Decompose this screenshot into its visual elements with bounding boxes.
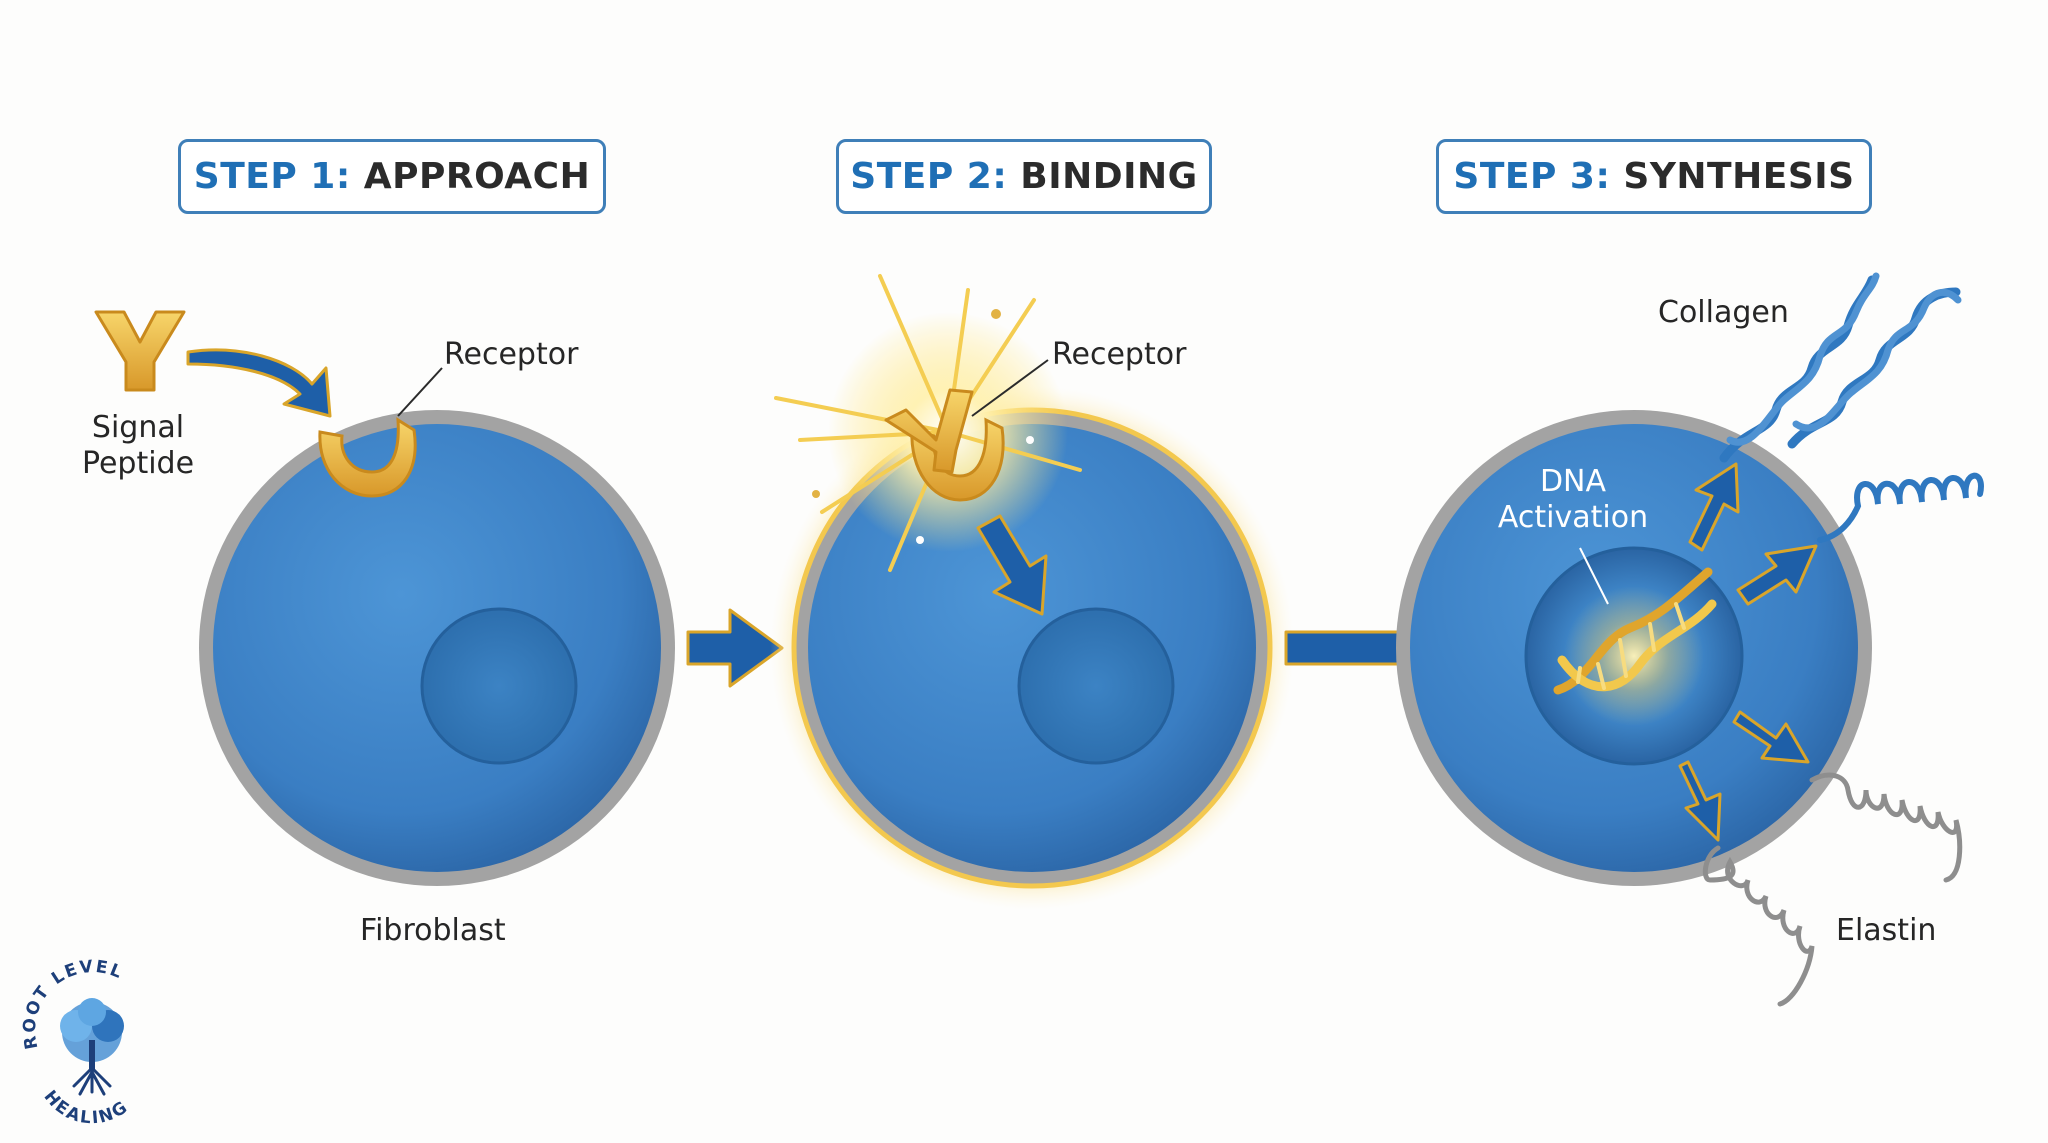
- receptor-1-icon: [318, 417, 417, 498]
- protein-coil-icon: [1817, 472, 1984, 543]
- approach-arrow: [186, 348, 332, 418]
- signal-peptide-icon: [94, 310, 186, 392]
- output-arrow-elastin-1: [1732, 710, 1810, 764]
- receptor-2-leader: [971, 359, 1049, 417]
- receptor-1-leader: [397, 367, 443, 417]
- nucleus-1: [420, 607, 578, 765]
- fibroblast-label: Fibroblast: [360, 913, 506, 948]
- collagen-label: Collagen: [1658, 295, 1789, 330]
- dna-activation-line-1: DNA: [1539, 464, 1607, 499]
- step-1-header: STEP 1: APPROACH: [178, 139, 606, 214]
- step-1-number: STEP 1:: [193, 156, 351, 197]
- dna-helix-icon: [1553, 567, 1717, 695]
- logo-bottom-text: HEALING: [40, 1087, 131, 1129]
- dna-leader: [1579, 547, 1609, 605]
- output-arrow-elastin-2: [1678, 760, 1722, 842]
- step-2-title: BINDING: [1020, 156, 1198, 197]
- step-1-title: APPROACH: [363, 156, 591, 197]
- signal-peptide-line-2: Peptide: [81, 446, 195, 481]
- step-3-number: STEP 3:: [1453, 156, 1611, 197]
- step-3-header: STEP 3: SYNTHESIS: [1436, 139, 1872, 214]
- step-2-number: STEP 2:: [850, 156, 1008, 197]
- root-level-healing-logo: ROOT LEVEL HEALING: [20, 957, 133, 1129]
- collagen-fibers-icon: [1719, 272, 1962, 463]
- receptor-label-2: Receptor: [1052, 337, 1187, 372]
- dna-activation-line-2: Activation: [1497, 500, 1649, 535]
- signal-to-nucleus-arrow: [976, 514, 1048, 616]
- output-arrow-collagen: [1688, 462, 1740, 552]
- signal-peptide-label: Signal Peptide: [78, 410, 198, 482]
- tree-icon: [60, 998, 124, 1096]
- step-3-title: SYNTHESIS: [1623, 156, 1855, 197]
- elastin-fibers-icon: [1702, 772, 1963, 1007]
- svg-text:HEALING: HEALING: [40, 1087, 133, 1129]
- output-arrow-helix: [1736, 544, 1818, 606]
- dna-activation-label: DNA Activation: [1488, 464, 1658, 536]
- receptor-label-1: Receptor: [444, 337, 579, 372]
- nucleus-2: [1017, 607, 1175, 765]
- step-2-header: STEP 2: BINDING: [836, 139, 1212, 214]
- elastin-label: Elastin: [1836, 913, 1937, 948]
- arrow-step1-to-step2: [686, 608, 784, 688]
- bound-receptor-icon: [884, 388, 1005, 502]
- fibroblast-cell-1: [199, 410, 675, 886]
- fibroblast-cell-3: [1396, 410, 1872, 886]
- signal-peptide-line-1: Signal: [91, 410, 185, 445]
